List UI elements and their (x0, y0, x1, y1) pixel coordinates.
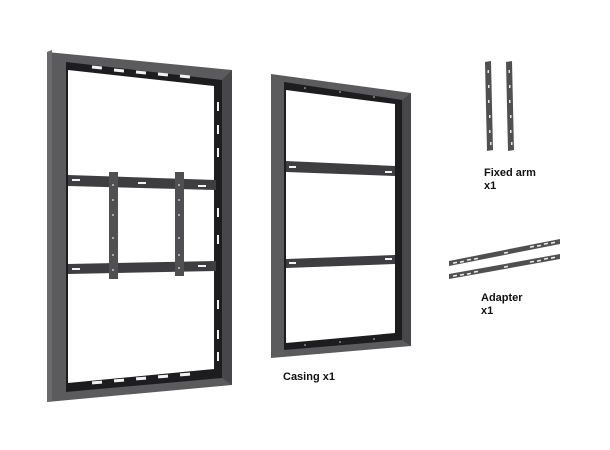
fixed-arm-label: Fixed arm x1 (484, 167, 536, 193)
fixed-arm-name: Fixed arm (484, 167, 536, 179)
assembled-bottom-slots (91, 372, 191, 385)
adapter-label: Adapter x1 (481, 292, 523, 318)
casing-label: Casing x1 (283, 371, 335, 383)
adapter-name: Adapter (481, 292, 523, 304)
casing-frame-opening (286, 90, 395, 343)
assembled-frame-opening (68, 70, 214, 383)
casing-top-rail (286, 161, 395, 176)
assembled-side-slots (217, 102, 219, 361)
fixed-arm-right (506, 61, 514, 151)
casing-bottom-rail (286, 255, 395, 268)
adapter-quantity: x1 (481, 305, 494, 317)
fixed-arm-left (485, 61, 493, 151)
assembled-right-bracket (175, 172, 184, 276)
fixed-arm-quantity: x1 (484, 180, 497, 192)
assembled-top-slots (91, 65, 191, 79)
assembled-left-bracket (109, 172, 118, 279)
